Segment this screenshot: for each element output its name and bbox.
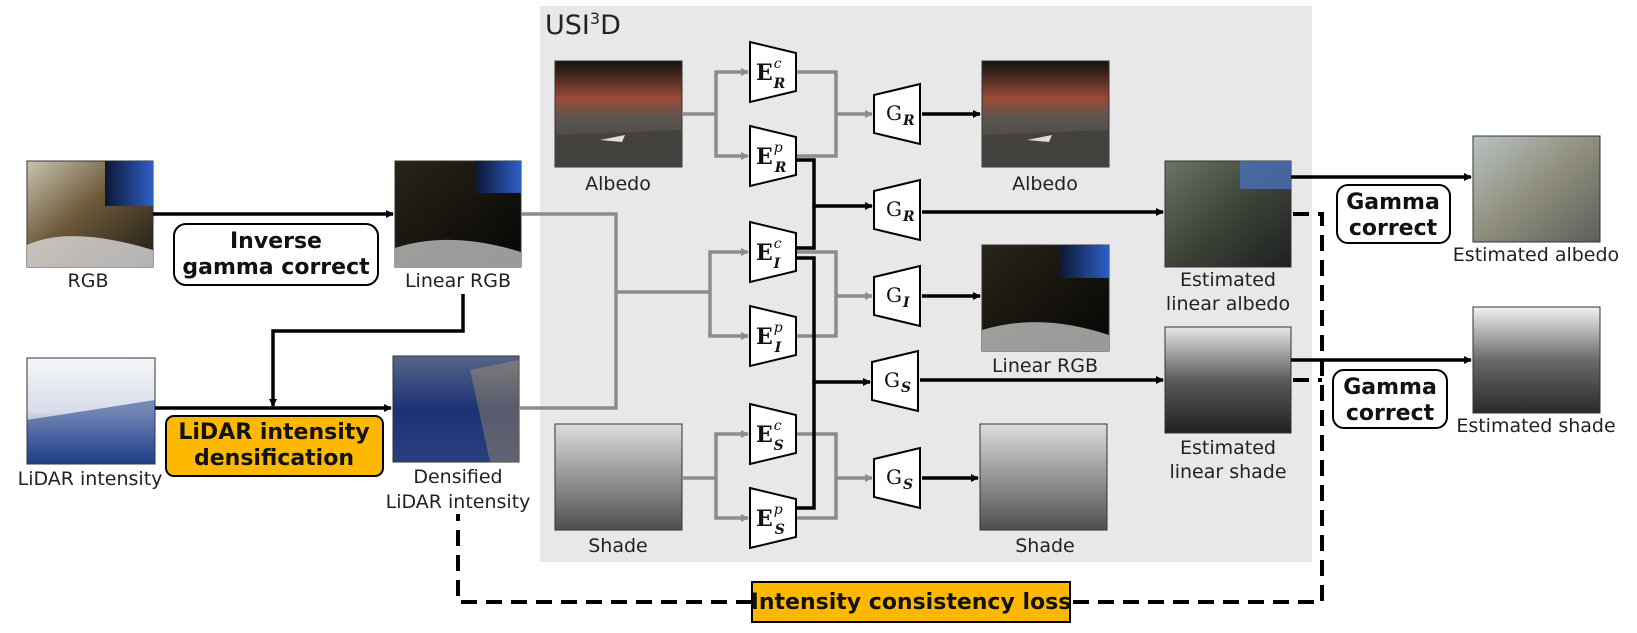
densified-lidar-image	[392, 355, 520, 463]
albedo-input-image	[554, 60, 683, 168]
svg-text:Inverse: Inverse	[230, 229, 322, 254]
svg-text:EpS: EpS	[756, 502, 785, 538]
svg-text:GS: GS	[886, 465, 913, 493]
svg-text:EpI: EpI	[756, 320, 783, 356]
generator-r-1: GR	[873, 82, 921, 146]
albedo-output-image	[981, 60, 1110, 168]
estimated-linear-albedo-image	[1164, 160, 1292, 268]
svg-text:Gamma: Gamma	[1343, 375, 1437, 400]
lidar-intensity-image	[26, 357, 156, 465]
svg-text:EcI: EcI	[756, 236, 782, 272]
label-est-albedo: Estimated albedo	[1453, 244, 1619, 266]
label-linear-rgb-in: Linear RGB	[405, 270, 511, 292]
label-densified-2: LiDAR intensity	[386, 491, 531, 513]
svg-text:correct: correct	[1349, 216, 1438, 241]
svg-text:GR: GR	[886, 101, 915, 129]
label-est-shade: Estimated shade	[1456, 415, 1615, 437]
label-albedo-in: Albedo	[585, 173, 651, 195]
gamma-correct-box-shade: Gamma correct	[1332, 369, 1448, 429]
generators: GR GR GI GS GS	[871, 82, 921, 510]
label-shade-out: Shade	[1015, 535, 1075, 557]
gamma-correct-box-albedo: Gamma correct	[1336, 184, 1451, 244]
black-connections	[153, 110, 1472, 510]
svg-text:EcR: EcR	[756, 56, 785, 92]
generator-r-2: GR	[873, 178, 921, 242]
estimated-shade-image	[1472, 306, 1601, 414]
estimated-linear-shade-image	[1164, 326, 1292, 434]
label-densified-1: Densified	[413, 466, 502, 488]
densification-box: LiDAR intensity densification	[165, 415, 384, 477]
generator-s-5: GS	[873, 446, 921, 510]
label-est-lin-shade-2: linear shade	[1169, 461, 1286, 483]
loss-dashed-lines	[456, 212, 1324, 604]
label-est-lin-shade-1: Estimated	[1180, 437, 1276, 459]
label-linear-rgb-out: Linear RGB	[992, 355, 1098, 377]
svg-text:EcS: EcS	[756, 418, 784, 454]
label-albedo-out: Albedo	[1012, 173, 1078, 195]
shade-input-image	[554, 423, 683, 531]
svg-text:GI: GI	[886, 283, 910, 311]
intensity-consistency-loss-box: Intensity consistency loss	[751, 581, 1072, 623]
svg-text:Intensity consistency loss: Intensity consistency loss	[751, 590, 1072, 615]
linear-rgb-output-image	[981, 244, 1110, 352]
generator-s-4: GS	[871, 349, 919, 413]
generator-i-3: GI	[873, 264, 921, 328]
label-est-lin-albedo-2: linear albedo	[1166, 293, 1290, 315]
svg-text:GR: GR	[886, 197, 915, 225]
usi3d-title: USI3D	[545, 9, 621, 41]
svg-text:correct: correct	[1346, 401, 1435, 426]
label-rgb: RGB	[68, 270, 109, 292]
svg-text:GS: GS	[884, 368, 911, 396]
label-est-lin-albedo-1: Estimated	[1180, 269, 1276, 291]
label-shade-in: Shade	[588, 535, 648, 557]
gray-connections	[519, 68, 873, 522]
linear-rgb-input-image	[394, 160, 522, 268]
label-lidar: LiDAR intensity	[18, 468, 163, 490]
shade-output-image	[979, 423, 1108, 531]
svg-text:densification: densification	[194, 446, 354, 471]
svg-text:LiDAR intensity: LiDAR intensity	[178, 420, 369, 445]
svg-text:EpR: EpR	[756, 140, 786, 176]
svg-text:gamma correct: gamma correct	[182, 255, 370, 280]
inverse-gamma-box: Inverse gamma correct	[173, 223, 379, 286]
estimated-albedo-image	[1472, 135, 1601, 243]
svg-text:Gamma: Gamma	[1346, 190, 1440, 215]
rgb-image	[26, 160, 154, 268]
